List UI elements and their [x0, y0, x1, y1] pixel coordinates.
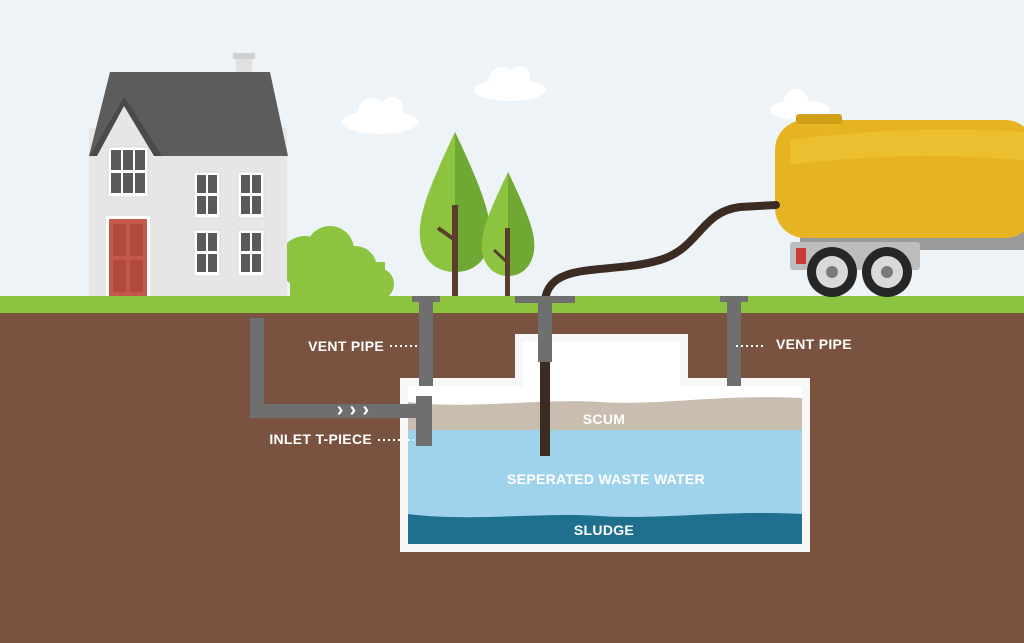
water-layer: [408, 430, 802, 522]
suction-hose: [541, 201, 780, 304]
bush: [279, 226, 394, 300]
label-scum: SCUM: [583, 411, 625, 427]
flow-arrows: › › ›: [337, 399, 370, 421]
label-vent-pipe-right: VENT PIPE: [776, 336, 852, 352]
window-panes: [111, 150, 261, 272]
vent-pipe-left: [412, 296, 440, 386]
scum-layer: [408, 397, 802, 430]
roof: [89, 72, 288, 156]
label-inlet-t-piece: INLET T-PIECE: [269, 431, 372, 447]
sludge-layer: [408, 513, 802, 544]
access-pipe: [515, 296, 575, 456]
tanker-truck: [775, 114, 1024, 297]
tanker-hatch: [796, 114, 842, 124]
label-separated-waste-water: SEPERATED WASTE WATER: [507, 471, 705, 487]
wheel-2: [862, 247, 912, 297]
tree-2: [481, 172, 535, 298]
label-sludge: SLUDGE: [574, 522, 634, 538]
label-vent-pipe-left: VENT PIPE: [308, 338, 384, 354]
cloud-1: [342, 97, 418, 134]
tree-1: [419, 132, 491, 297]
clouds: [342, 66, 830, 134]
wheel-1: [807, 247, 857, 297]
cloud-2: [474, 66, 546, 101]
front-gable: [89, 96, 162, 156]
inlet-t-piece: [416, 396, 432, 446]
inlet-pipe: [250, 318, 420, 418]
house: [89, 53, 288, 296]
leader-lines: [378, 345, 766, 441]
vent-pipe-right: [720, 296, 748, 386]
grass: [0, 296, 1024, 313]
